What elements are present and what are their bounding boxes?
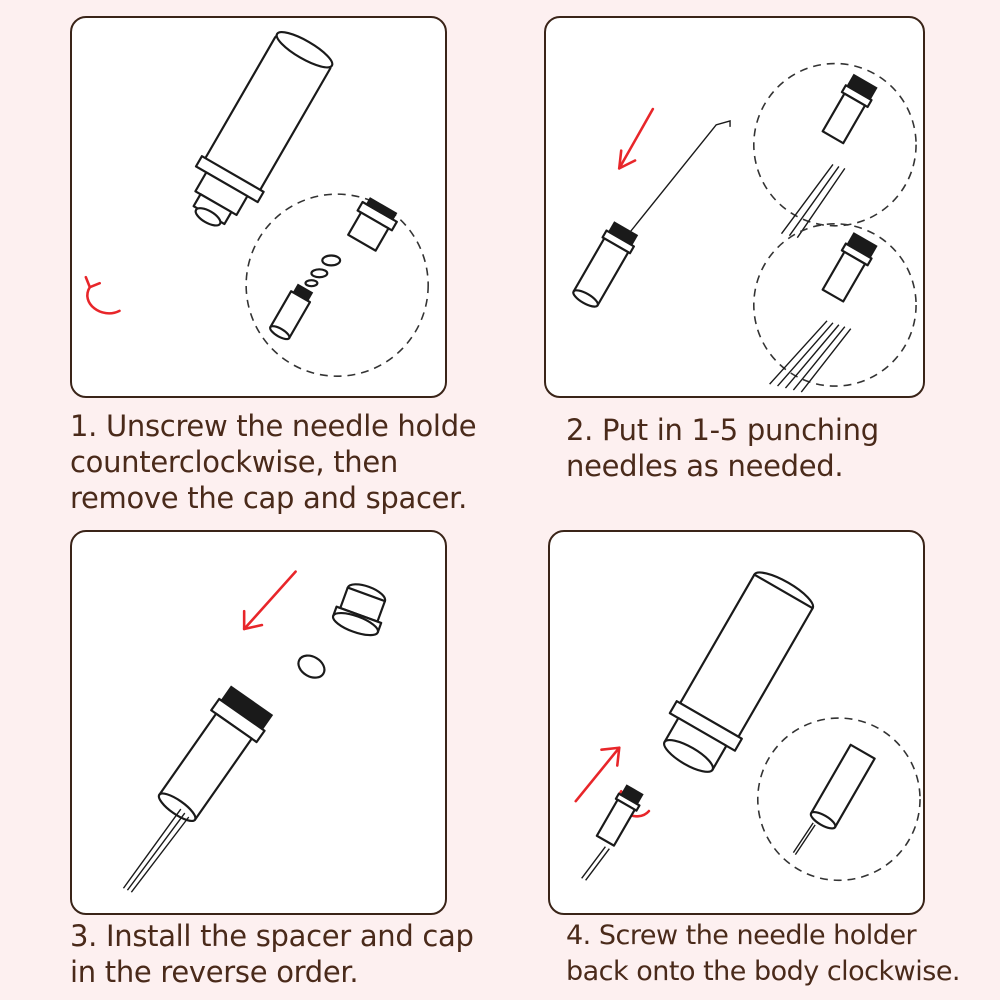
step-4-line-2: back onto the body clockwise. xyxy=(566,956,961,987)
step-2-caption: 2. Put in 1-5 punching needles as needed… xyxy=(566,412,879,484)
step-1-drawing xyxy=(84,31,429,377)
step-3-caption: 3. Install the spacer and cap in the rev… xyxy=(70,918,474,990)
detail-circle-bottom xyxy=(753,223,917,387)
step-1-caption: 1. Unscrew the needle holde counterclock… xyxy=(70,408,477,516)
rotate-ccw-arrow xyxy=(86,285,121,315)
spacer xyxy=(297,654,326,679)
step-2-line-1: 2. Put in 1-5 punching xyxy=(566,413,879,447)
step-2-drawing xyxy=(572,62,917,393)
tool-body xyxy=(663,571,815,773)
step-4-line-1: 4. Screw the needle holder xyxy=(566,920,917,951)
step-3-illustration xyxy=(70,530,447,915)
tool-body xyxy=(192,31,334,227)
detail-circle-top xyxy=(753,62,917,227)
step-3-drawing xyxy=(122,570,387,893)
cap xyxy=(331,583,387,637)
punching-needle xyxy=(626,119,731,237)
insert-arrow xyxy=(617,107,655,170)
step-1-line-2: counterclockwise, then xyxy=(70,445,398,479)
step-4-drawing xyxy=(574,571,921,882)
detail-circle xyxy=(245,193,429,377)
step-3-line-1: 3. Install the spacer and cap xyxy=(70,919,474,953)
step-2-line-2: needles as needed. xyxy=(566,449,844,483)
step-2-illustration xyxy=(544,16,925,398)
reverse-order-arrow xyxy=(242,570,297,631)
step-1-illustration xyxy=(70,16,447,398)
step-1-line-1: 1. Unscrew the needle holde xyxy=(70,409,477,443)
needles xyxy=(122,808,190,893)
step-4-illustration xyxy=(548,530,925,915)
step-4-caption: 4. Screw the needle holder back onto the… xyxy=(566,918,961,990)
step-3-line-2: in the reverse order. xyxy=(70,955,359,989)
step-1-line-3: remove the cap and spacer. xyxy=(70,481,468,515)
detail-circle xyxy=(756,717,921,882)
screw-arrow xyxy=(574,746,621,803)
